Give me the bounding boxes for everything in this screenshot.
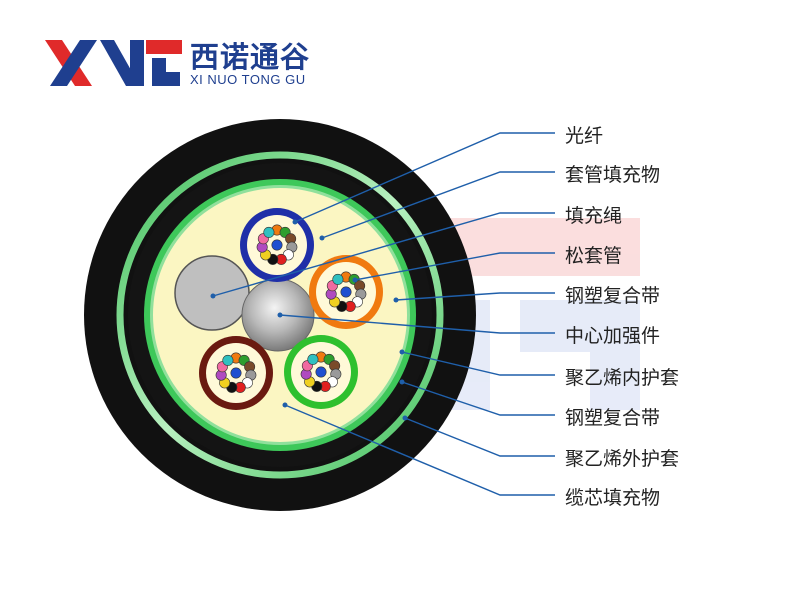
optical-fiber (340, 286, 352, 298)
leader-line (354, 252, 555, 281)
leader-anchor (399, 379, 405, 385)
optical-fiber (332, 273, 344, 285)
label-steel-plastic-tape-2: 钢塑复合带 (565, 407, 661, 429)
loose-tube-orange (309, 255, 383, 329)
leader-line (294, 132, 555, 223)
loose-tubes (199, 208, 383, 410)
label-central-strength-member: 中心加强件 (565, 325, 661, 347)
leader-line (395, 292, 555, 301)
label-steel-plastic-tape-1: 钢塑复合带 (565, 285, 661, 307)
brand-name-en: XI NUO TONG GU (190, 72, 306, 87)
filler-rope (174, 255, 250, 331)
optical-fiber (263, 226, 275, 238)
leader-anchor (319, 235, 325, 241)
leader-line (321, 171, 555, 239)
leader-anchor (399, 349, 405, 355)
optical-fiber (222, 354, 234, 366)
optical-fiber (315, 366, 327, 378)
leader-anchor (292, 219, 298, 225)
loose-tube-blue (240, 208, 314, 282)
leader-anchor (393, 297, 399, 303)
leader-line (279, 314, 555, 334)
brand-logo-mark (45, 40, 182, 86)
loose-tube-brown (199, 336, 273, 410)
leader-line (401, 381, 555, 416)
brand-name-cn: 西诺通谷 (190, 40, 311, 74)
leader-anchor (402, 415, 408, 421)
leader-line (404, 417, 555, 457)
optical-fiber (271, 239, 283, 251)
leader-lines (210, 132, 555, 496)
label-filler-rope: 填充绳 (565, 205, 623, 227)
leader-line (284, 404, 555, 496)
label-inner-pe-sheath: 聚乙烯内护套 (565, 367, 680, 389)
optical-fiber (230, 367, 242, 379)
leader-line (212, 212, 555, 297)
label-outer-pe-sheath: 聚乙烯外护套 (565, 448, 680, 470)
leader-line (401, 351, 555, 376)
label-optical-fiber: 光纤 (565, 125, 604, 147)
leader-anchor (282, 402, 288, 408)
label-tube-filler: 套管填充物 (565, 164, 661, 186)
loose-tube-green (284, 335, 358, 409)
outer-steel-plastic-tape (116, 151, 444, 479)
label-loose-tube: 松套管 (565, 245, 623, 267)
leader-anchor (210, 293, 216, 299)
leader-anchor (277, 312, 283, 318)
optical-fiber (307, 353, 319, 365)
leader-anchor (352, 277, 358, 283)
label-core-filler: 缆芯填充物 (565, 487, 661, 509)
